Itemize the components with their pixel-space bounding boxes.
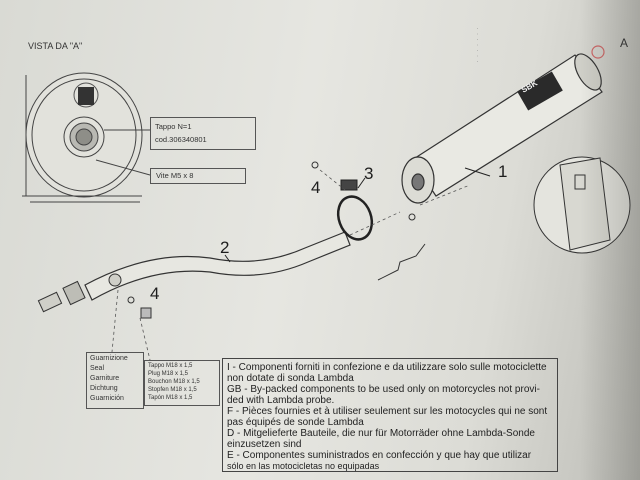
legend-it-cont: non dotate di sonda Lambda xyxy=(227,373,354,384)
legend-gb-cont: ded with Lambda probe. xyxy=(227,395,335,406)
plug-line: Bouchon M18 x 1,5 xyxy=(148,379,200,385)
spring xyxy=(311,161,426,281)
screw-spec-label: Vite M5 x 8 xyxy=(156,171,194,180)
callout-4-lower: 4 xyxy=(150,284,160,303)
legend-f-cont: pas équipés de sonde Lambda xyxy=(227,417,364,428)
seal-line: Garniture xyxy=(90,375,120,382)
callout-3: 3 xyxy=(364,164,374,183)
muffler-brand-logo xyxy=(517,71,563,111)
end-cap-logo-mark xyxy=(78,87,94,105)
callout-2: 2 xyxy=(220,238,230,257)
legend-box: I - Componenti forniti in confezione e d… xyxy=(222,358,558,472)
legend-d: D - Mitgelieferte Bauteile, die nur für … xyxy=(227,428,535,439)
header-flange xyxy=(37,273,152,319)
plug-line: Tapón M18 x 1,5 xyxy=(148,395,193,401)
legend-e: E - Componentes suministrados en confecc… xyxy=(227,450,532,461)
callout-1: 1 xyxy=(498,162,508,181)
legend-f: F - Pièces fournies et à utiliser seulem… xyxy=(227,406,548,417)
plug-label-box: Tappo M18 x 1,5 Plug M18 x 1,5 Bouchon M… xyxy=(144,360,220,406)
seal-line: Guarnición xyxy=(90,395,124,402)
page-edge-shadow xyxy=(580,0,640,480)
mid-pipe xyxy=(84,231,351,301)
plug-line: Stopfen M18 x 1,5 xyxy=(148,387,197,393)
callout-leaders xyxy=(224,167,491,263)
plug-spec-code: cod.306340801 xyxy=(155,135,207,144)
clamp xyxy=(336,179,374,241)
plug-line: Plug M18 x 1,5 xyxy=(148,371,189,377)
callout-4-upper: 4 xyxy=(311,178,321,197)
mirror-text-bleed: · · · · · · · xyxy=(472,27,483,63)
seal-line: Seal xyxy=(90,365,105,372)
view-a-marker: A xyxy=(620,36,629,50)
legend-gb: GB - By-packed components to be used onl… xyxy=(227,384,540,395)
seal-line: Guarnizione xyxy=(90,355,128,362)
seal-line: Dichtung xyxy=(90,385,118,392)
assembly-lines xyxy=(111,169,471,361)
plug-spec-box: Tappo N=1 cod.306340801 xyxy=(150,117,256,150)
end-cap-view xyxy=(22,72,151,203)
view-title: VISTA DA "A" xyxy=(28,41,83,51)
plug-line: Tappo M18 x 1,5 xyxy=(148,363,193,369)
seal-label-box: Guarnizione Seal Garniture Dichtung Guar… xyxy=(86,352,144,409)
screw-spec-box: Vite M5 x 8 xyxy=(150,168,246,184)
plug-spec-name: Tappo N=1 xyxy=(155,122,192,131)
detail-circle xyxy=(533,156,631,254)
legend-it: I - Componenti forniti in confezione e d… xyxy=(227,362,547,373)
legend-d-cont: einzusetzen sind xyxy=(227,439,302,450)
legend-e-cont: sólo en las motocicletas no equipadas xyxy=(227,461,380,471)
